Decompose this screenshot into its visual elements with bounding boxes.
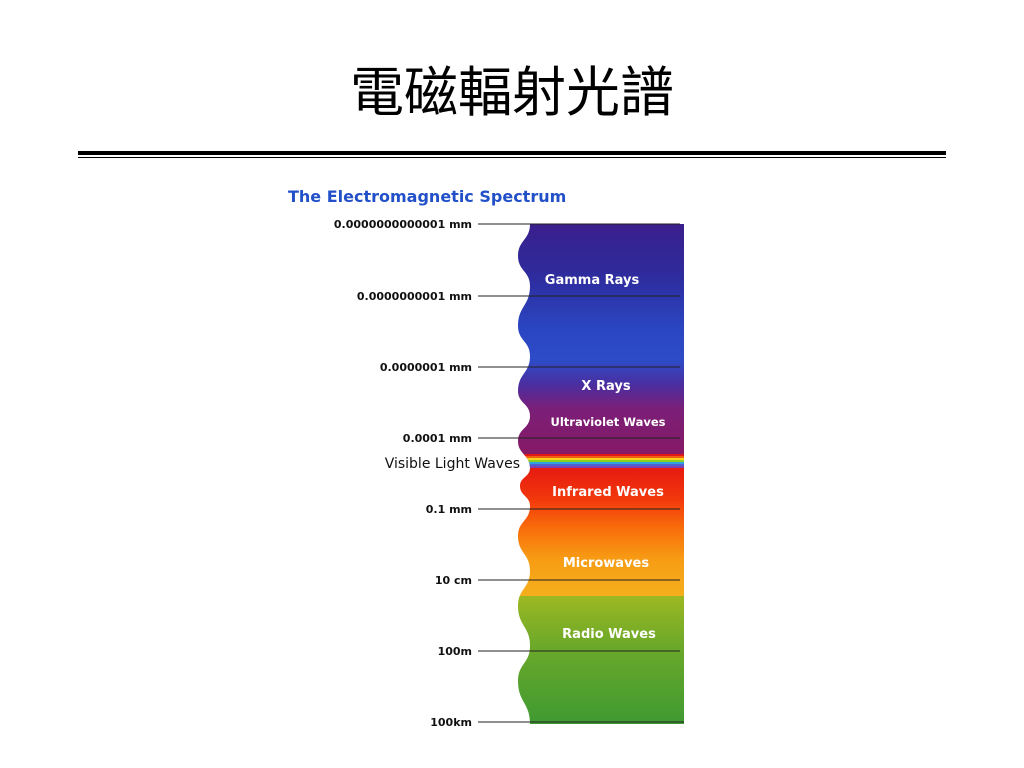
- visible-light-label: Visible Light Waves: [385, 456, 520, 472]
- scale-label-7: 100m: [438, 645, 472, 658]
- figure-title: The Electromagnetic Spectrum: [288, 187, 566, 206]
- scale-label-6: 10 cm: [435, 574, 472, 587]
- visible-stripe: [518, 466, 684, 469]
- visible-light-strip: [518, 454, 684, 469]
- scale-label-1: 0.0000000000001 mm: [334, 218, 472, 231]
- band-label-ultraviolet: Ultraviolet Waves: [551, 415, 666, 429]
- slide-title: 電磁輻射光譜: [350, 61, 674, 124]
- visible-stripe: [518, 460, 684, 463]
- visible-stripe: [518, 462, 684, 465]
- scale-label-8: 100km: [430, 716, 472, 729]
- spectrum-column: [518, 224, 684, 724]
- band-gamma-xray-uv: [518, 224, 684, 467]
- title-divider-thick: [78, 151, 946, 155]
- band-infrared-microwave: [518, 468, 684, 598]
- band-label-microwaves: Microwaves: [563, 556, 650, 571]
- visible-stripe: [518, 458, 684, 461]
- scale-ticks: [478, 223, 684, 723]
- spectrum-diagram: The Electromagnetic Spectrum 0.000000000…: [288, 187, 684, 729]
- band-label-xray: X Rays: [581, 379, 630, 394]
- scale-label-2: 0.0000000001 mm: [357, 290, 472, 303]
- band-label-gamma: Gamma Rays: [545, 273, 640, 288]
- title-divider-thin: [78, 157, 946, 158]
- spectrum-figure: The Electromagnetic Spectrum 0.000000000…: [280, 176, 700, 736]
- scale-label-4: 0.0001 mm: [403, 432, 472, 445]
- scale-label-3: 0.0000001 mm: [380, 361, 472, 374]
- band-label-infrared: Infrared Waves: [552, 485, 664, 500]
- band-label-radio: Radio Waves: [562, 627, 656, 642]
- visible-stripe: [518, 456, 684, 459]
- visible-stripe: [518, 464, 684, 467]
- scale-label-5: 0.1 mm: [426, 503, 472, 516]
- band-radio: [518, 596, 684, 724]
- visible-stripe: [518, 454, 684, 457]
